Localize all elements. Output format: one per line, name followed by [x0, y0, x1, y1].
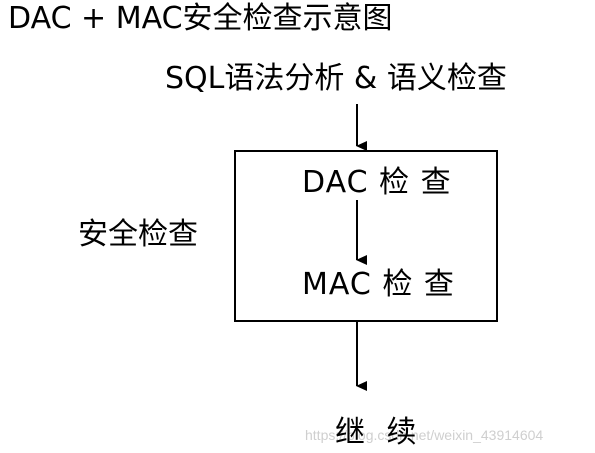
continue-step: 继 续	[335, 415, 423, 450]
security-check-box	[234, 150, 498, 322]
security-check-label: 安全检查	[78, 217, 198, 252]
watermark-text: https://blog.csdn.net/weixin_43914604	[305, 427, 544, 443]
dac-check-step: DAC 检 查	[302, 165, 452, 200]
sql-analysis-step: SQL语法分析 & 语义检查	[165, 61, 507, 96]
mac-check-step: MAC 检 查	[302, 267, 455, 302]
diagram-title: DAC + MAC安全检查示意图	[8, 1, 393, 36]
